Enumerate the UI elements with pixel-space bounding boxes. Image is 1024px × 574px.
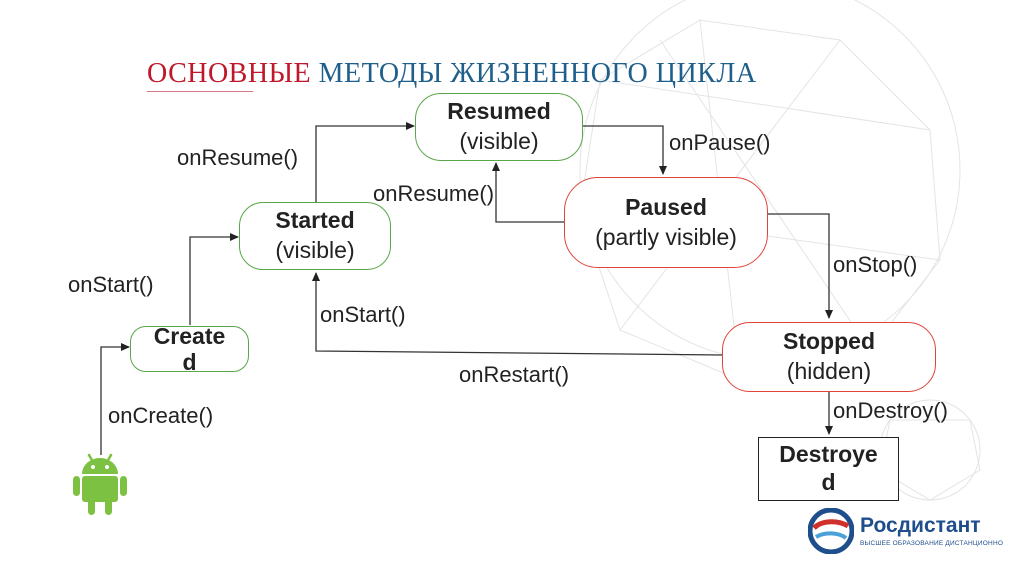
arrow-on-create: [100, 343, 130, 455]
title-underline: [147, 91, 253, 92]
logo-name: Росдистант: [860, 514, 981, 537]
node-created-name: Create d: [153, 322, 226, 375]
node-destroyed-name: Destroye d: [779, 441, 878, 495]
node-started: Started (visible): [239, 202, 391, 270]
node-paused: Paused (partly visible): [564, 177, 768, 268]
arrow-on-pause: [583, 125, 667, 175]
node-stopped: Stopped (hidden): [722, 322, 936, 392]
label-on-start: onStart(): [68, 272, 154, 297]
label-on-destroy: onDestroy(): [833, 398, 948, 423]
title-part-blue: МЕТОДЫ ЖИЗНЕННОГО ЦИКЛА: [318, 58, 757, 89]
arrow-on-resume: [315, 122, 415, 203]
logo-tagline: ВЫСШЕЕ ОБРАЗОВАНИЕ ДИСТАНЦИОННО: [860, 540, 1004, 547]
arrow-on-restart: [312, 272, 724, 356]
node-resumed-state: (visible): [459, 128, 539, 154]
rosdistant-emblem-icon: [808, 508, 854, 554]
node-paused-state: (partly visible): [595, 223, 737, 250]
node-resumed-name: Resumed: [447, 98, 551, 125]
rosdistant-logo: Росдистант ВЫСШЕЕ ОБРАЗОВАНИЕ ДИСТАНЦИОН…: [808, 508, 1003, 554]
node-paused-name: Paused: [625, 193, 707, 220]
label-on-start-back: onStart(): [320, 302, 406, 327]
node-resumed: Resumed (visible): [415, 93, 583, 161]
arrow-on-resume-back: [492, 162, 565, 223]
label-on-stop: onStop(): [833, 252, 918, 277]
node-started-state: (visible): [275, 237, 355, 263]
node-created: Create d: [130, 323, 249, 375]
node-destroyed: Destroye d: [758, 437, 899, 501]
arrow-on-start: [189, 233, 239, 325]
label-on-create: onCreate(): [108, 403, 214, 428]
label-on-restart: onRestart(): [459, 362, 570, 387]
node-stopped-state: (hidden): [786, 358, 872, 384]
label-on-pause: onPause(): [669, 130, 771, 155]
arrow-on-stop: [767, 213, 833, 319]
page-title: ОСНОВНЫЕ МЕТОДЫ ЖИЗНЕННОГО ЦИКЛА: [147, 58, 757, 90]
android-icon: [73, 453, 127, 515]
label-on-resume-back: onResume(): [373, 181, 495, 206]
label-on-resume: onResume(): [177, 145, 299, 170]
node-started-name: Started: [275, 207, 355, 234]
node-stopped-name: Stopped: [783, 328, 875, 355]
title-part-red: ОСНОВНЫЕ: [147, 58, 312, 89]
